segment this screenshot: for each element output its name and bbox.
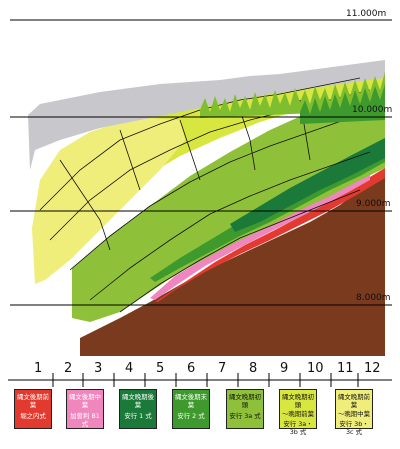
column-label-1: 1 xyxy=(34,361,42,376)
layer-base-brown xyxy=(80,172,385,356)
legend-item: 縄文晩期初頭安行 3a 式 xyxy=(226,389,264,429)
legend-period-label: 縄文晩期前葉 〜晩期中葉 xyxy=(338,393,370,418)
elevation-label-8m: 8.000m xyxy=(356,293,391,303)
column-label-4: 4 xyxy=(125,361,133,376)
legend-period-label: 縄文晩期初頭 xyxy=(229,393,261,410)
column-label-9: 9 xyxy=(280,361,288,376)
legend-style-label: 安行 3b・3c 式 xyxy=(339,419,369,437)
column-ticks xyxy=(52,373,359,387)
layer-red xyxy=(155,168,385,302)
strata-lines xyxy=(39,77,386,313)
legend-style-label: 安行 3a 式 xyxy=(229,411,261,420)
column-label-11: 11 xyxy=(337,361,354,376)
column-label-5: 5 xyxy=(156,361,164,376)
legend-item: 縄文後期末葉安行 2 式 xyxy=(172,389,210,429)
column-label-2: 2 xyxy=(64,361,72,376)
layer-pink xyxy=(150,172,370,300)
legend-style-label: 安行 3a・3b 式 xyxy=(283,419,313,437)
legend-item: 縄文後期中葉加曽利 B1 式 xyxy=(66,389,104,429)
elevation-label-10m: 10.000m xyxy=(352,105,392,115)
column-label-10: 10 xyxy=(307,361,324,376)
legend-item: 縄文晩期初頭 〜晩期前葉安行 3a・3b 式 xyxy=(279,389,317,436)
legend-item: 縄文後期前葉堀之内式 xyxy=(14,389,52,429)
layer-gray-top xyxy=(28,60,385,170)
legend-period-label: 縄文後期末葉 xyxy=(175,393,207,410)
column-label-6: 6 xyxy=(187,361,195,376)
legend-item: 縄文晩期前葉 〜晩期中葉安行 3b・3c 式 xyxy=(335,389,373,436)
column-label-12: 12 xyxy=(364,361,381,376)
column-label-3: 3 xyxy=(94,361,102,376)
elevation-label-9m: 9.000m xyxy=(356,199,391,209)
legend-style-label: 加曽利 B1 式 xyxy=(70,411,100,428)
column-label-7: 7 xyxy=(218,361,226,376)
layer-pale-yellow xyxy=(32,118,185,284)
legend-style-label: 安行 2 式 xyxy=(177,411,205,420)
elevation-label-11m: 11.000m xyxy=(346,9,386,19)
vegetation-fringe-dark xyxy=(300,84,385,124)
legend-period-label: 縄文後期前葉 xyxy=(17,393,49,410)
legend-period-label: 縄文晩期初頭 〜晩期前葉 xyxy=(282,393,314,418)
layer-dark-green xyxy=(230,138,385,232)
column-label-8: 8 xyxy=(249,361,257,376)
legend-style-label: 安行 1 式 xyxy=(124,411,152,420)
column-labels: 1 2 3 4 5 6 7 8 9 10 11 12 xyxy=(34,361,381,376)
legend-period-label: 縄文後期中葉 xyxy=(69,393,101,410)
legend-period-label: 縄文晩期後葉 xyxy=(122,393,154,410)
legend-item: 縄文晩期後葉安行 1 式 xyxy=(119,389,157,429)
legend-style-label: 堀之内式 xyxy=(20,411,46,420)
